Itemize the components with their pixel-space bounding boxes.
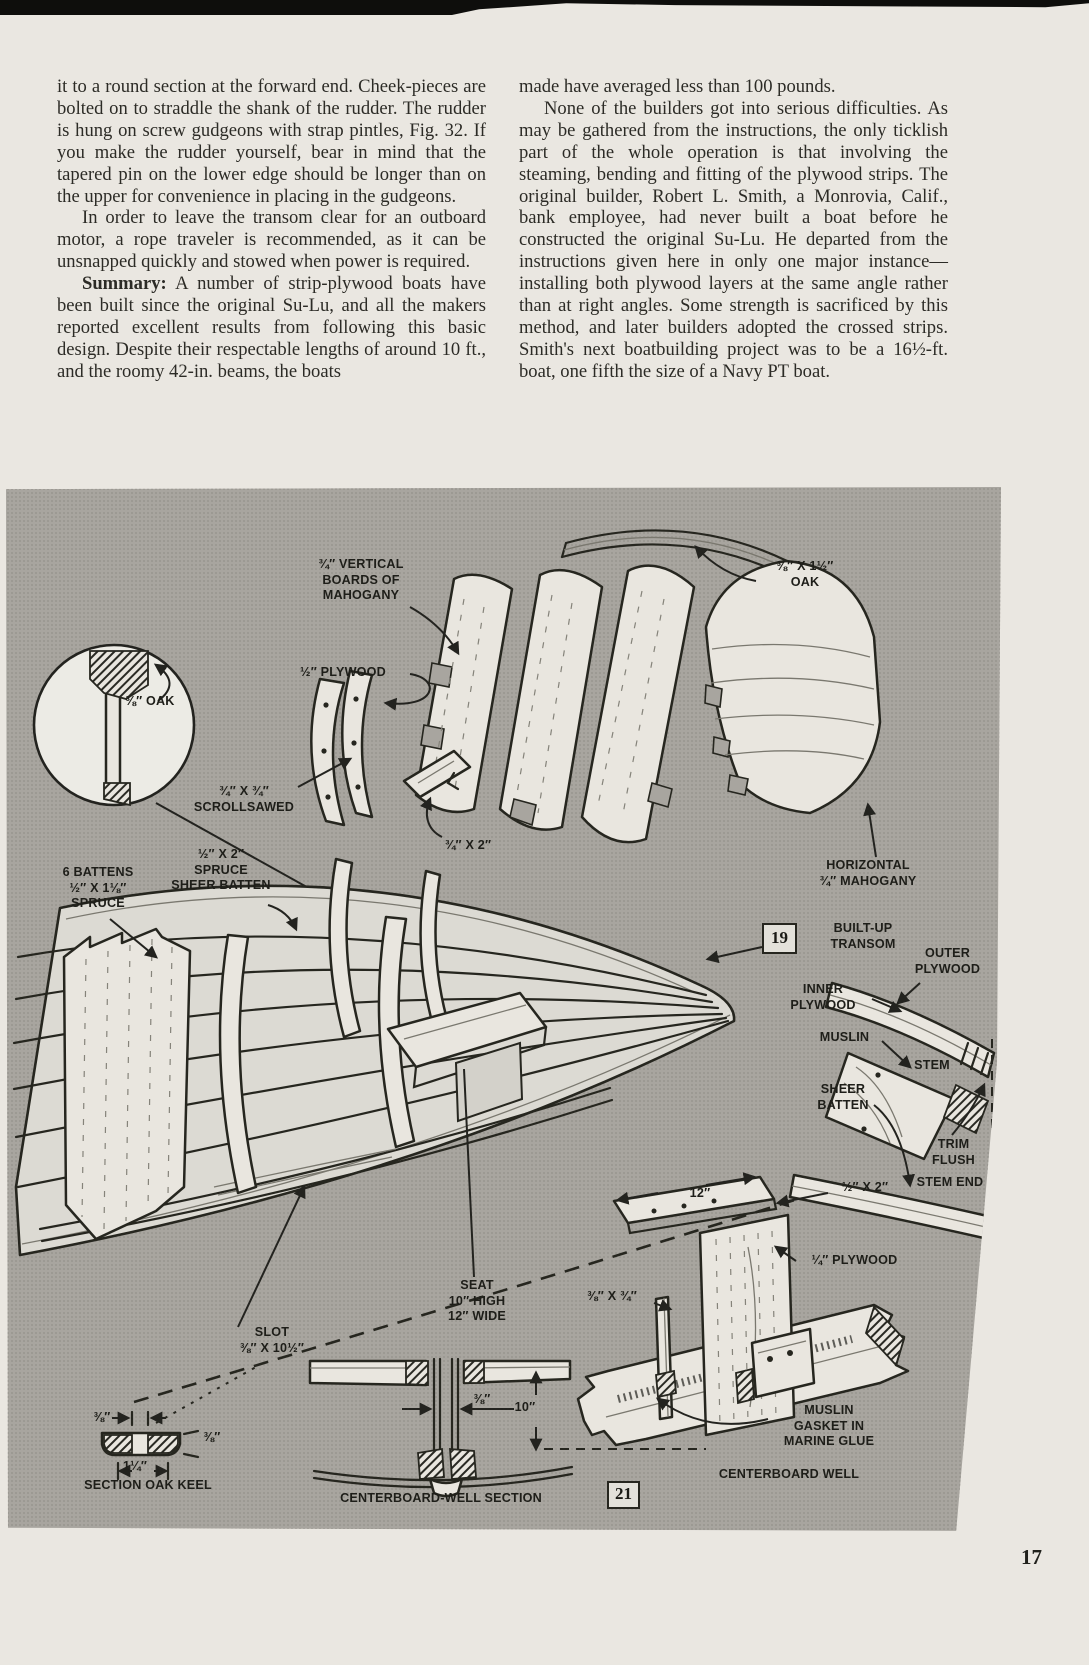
- label-vertical-boards: ¾″ VERTICAL BOARDS OF MAHOGANY: [318, 557, 404, 603]
- page-edge-tear: [0, 0, 1089, 15]
- page-number: 17: [1021, 1545, 1042, 1569]
- label-quarter-plywood: ¼″ PLYWOOD: [811, 1253, 898, 1267]
- label-muslin: MUSLIN: [819, 1030, 870, 1044]
- centerboard-well-section-drawing: [308, 1357, 706, 1498]
- label-cbw-dim-b: 10″: [514, 1400, 536, 1414]
- scrollsawed-frames: [310, 669, 472, 827]
- boat-construction-diagram: ¾″ VERTICAL BOARDS OF MAHOGANY ⅜″ X 1½″ …: [6, 487, 1002, 1531]
- transom-exploded-view: [414, 529, 882, 844]
- summary-text: A number of strip-plywood boats have bee…: [57, 273, 486, 382]
- label-section-oak-keel: SECTION OAK KEEL: [84, 1478, 212, 1492]
- paragraph: In order to leave the transom clear for …: [57, 207, 486, 273]
- article-right-column: made have averaged less than 100 pounds.…: [519, 76, 948, 383]
- label-stem: STEM: [914, 1058, 950, 1072]
- label-dim-12: 12″: [689, 1186, 711, 1200]
- label-seat: SEAT 10″ HIGH 12″ WIDE: [447, 1278, 507, 1324]
- label-outer-plywood: OUTER PLYWOOD: [914, 946, 981, 976]
- summary-lead: Summary:: [82, 273, 167, 295]
- paragraph-summary: Summary: A number of strip-plywood boats…: [57, 273, 486, 383]
- label-horizontal-mahogany: HORIZONTAL ¾″ MAHOGANY: [819, 858, 917, 888]
- keel-section-drawing: [100, 1366, 257, 1481]
- label-half-x-2: ½″ X 2″: [841, 1180, 889, 1194]
- label-six-battens: 6 BATTENS ½″ X 1⅛″ SPRUCE: [62, 865, 134, 911]
- label-centerboard-well-section: CENTERBOARD-WELL SECTION: [340, 1491, 542, 1505]
- hull-perspective-view: [12, 857, 837, 1404]
- gunwale-section-inset: [32, 643, 401, 940]
- label-three-eighth-x-three-quarter: ⅜″ X ¾″: [587, 1289, 637, 1303]
- label-stem-end: STEM END: [916, 1175, 984, 1189]
- label-keel-dim-b: ⅜″: [203, 1430, 221, 1444]
- label-sheer-batten: SHEER BATTEN: [817, 1082, 869, 1112]
- label-keel-dim-a: ⅜″: [93, 1410, 111, 1424]
- figure-number-21: 21: [607, 1481, 640, 1509]
- label-spruce-sheer-batten: ½″ X 2″ SPRUCE SHEER BATTEN: [171, 847, 271, 893]
- label-half-plywood: ½″ PLYWOOD: [300, 665, 386, 679]
- label-cbw-dim-a: ⅜″: [473, 1392, 491, 1406]
- figure-number-19: 19: [762, 923, 797, 954]
- label-leaders: [109, 545, 986, 1425]
- paragraph: it to a round section at the forward end…: [57, 76, 486, 207]
- label-oak-circle: ⅜″ OAK: [125, 694, 175, 708]
- stem-detail: [788, 981, 996, 1241]
- label-built-up-transom: BUILT-UP TRANSOM: [830, 921, 896, 951]
- label-inner-plywood: INNER PLYWOOD: [790, 982, 856, 1012]
- paragraph: None of the builders got into serious di…: [519, 97, 948, 382]
- label-centerboard-well: CENTERBOARD WELL: [718, 1467, 860, 1481]
- label-scrollsawed: ¾″ X ¾″ SCROLLSAWED: [193, 784, 295, 814]
- label-oak-strip: ⅜″ X 1½″ OAK: [776, 559, 834, 589]
- label-three-quarter-x-2: ¾″ X 2″: [444, 838, 492, 852]
- label-slot: SLOT ⅜″ X 10½″: [239, 1325, 305, 1355]
- label-keel-dim-c: 1¼″: [122, 1459, 148, 1473]
- paragraph: made have averaged less than 100 pounds.: [519, 76, 836, 97]
- label-muslin-gasket: MUSLIN GASKET IN MARINE GLUE: [783, 1403, 875, 1449]
- diagram-artwork: [12, 529, 996, 1498]
- article-left-column: it to a round section at the forward end…: [57, 76, 486, 383]
- label-trim-flush: TRIM FLUSH: [932, 1137, 975, 1167]
